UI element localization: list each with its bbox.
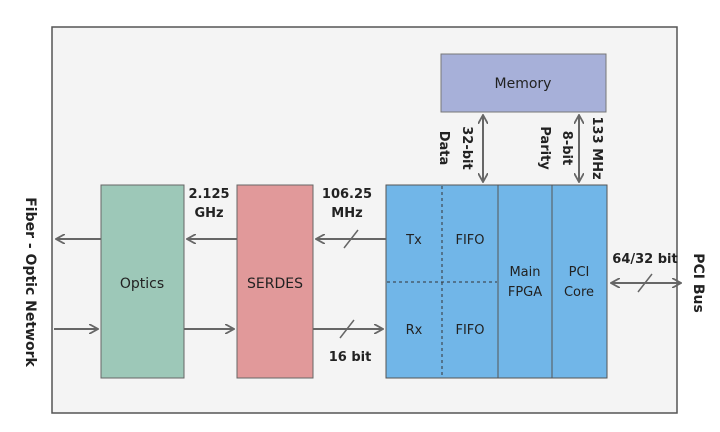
- rx-label: Rx: [406, 323, 423, 338]
- bus-slash-top: [343, 229, 359, 249]
- parity-width-label: 8-bit: [559, 131, 574, 165]
- pci-core-block: [551, 184, 608, 379]
- optics-label: Optics: [120, 276, 164, 292]
- tx-label: Tx: [405, 233, 422, 248]
- fifo-bottom-label: FIFO: [455, 323, 484, 338]
- parity-label: Parity: [537, 126, 552, 170]
- data-width-label: 32-bit: [459, 126, 474, 169]
- freq-mhz-line2: MHz: [331, 206, 362, 221]
- bus-slash-bottom: [339, 319, 355, 339]
- mem-freq-label: 133 MHz: [589, 116, 604, 179]
- main-fpga-block: [497, 184, 553, 379]
- freq-ghz-line2: GHz: [194, 206, 223, 221]
- memory-label: Memory: [495, 76, 552, 92]
- main-fpga-label-line2: FPGA: [508, 285, 542, 300]
- serdes-label: SERDES: [247, 276, 303, 292]
- width-16-label: 16 bit: [329, 350, 372, 365]
- main-fpga-label-line1: Main: [509, 265, 540, 280]
- freq-mhz-line1: 106.25: [322, 187, 372, 202]
- bus-width-label: 64/32 bit: [612, 252, 677, 267]
- pci-core-label-line2: Core: [564, 285, 594, 300]
- fiber-optic-network-label: Fiber - Optic Network: [22, 197, 38, 367]
- bus-slash-pci: [637, 273, 653, 293]
- freq-ghz-line1: 2.125: [188, 187, 229, 202]
- data-label: Data: [436, 131, 451, 166]
- fifo-top-label: FIFO: [455, 233, 484, 248]
- serdes-block: [236, 184, 314, 379]
- optics-block: [100, 184, 185, 379]
- pci-bus-label: PCI Bus: [690, 253, 706, 313]
- pci-core-label-line1: PCI: [569, 265, 590, 280]
- memory-block: [440, 53, 607, 113]
